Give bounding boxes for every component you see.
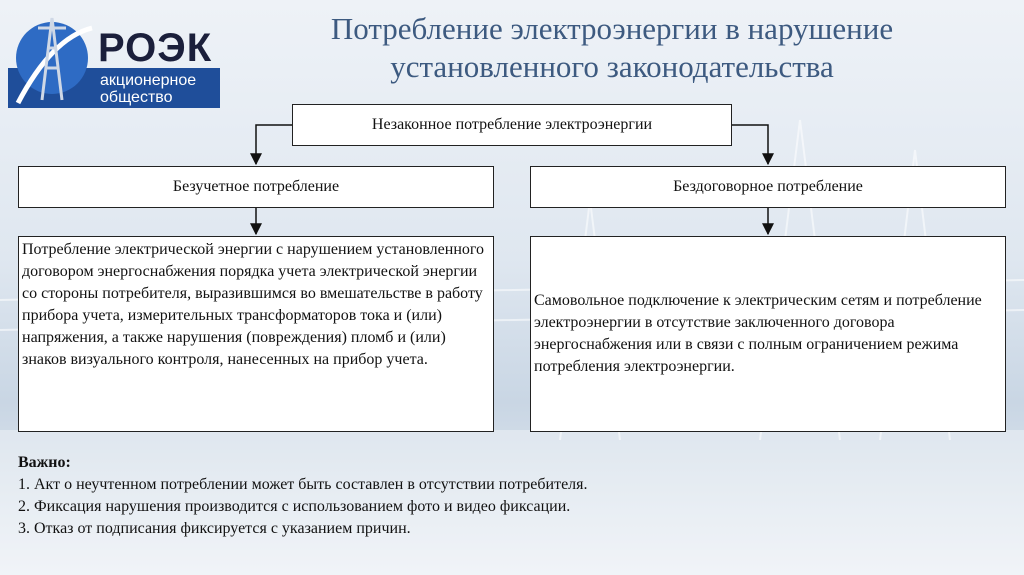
left-branch-label: Безучетное потребление (172, 178, 340, 195)
right-description-box: Самовольное подключение к электрическим … (530, 236, 1006, 432)
logo-subtitle: акционерное общество (100, 72, 224, 106)
notes-heading: Важно: (18, 454, 71, 471)
page-title-line2: установленного законодательства (390, 49, 834, 84)
page-title-line1: Потребление электроэнергии в нарушение (330, 11, 894, 46)
note-item: 2. Фиксация нарушения производится с исп… (18, 498, 571, 515)
right-description-text: Самовольное подключение к электрическим … (534, 292, 982, 375)
note-item: 1. Акт о неучтенном потреблении может бы… (18, 476, 588, 493)
right-branch-node: Бездоговорное потребление (530, 166, 1006, 208)
right-branch-label: Бездоговорное потребление (673, 178, 863, 195)
left-branch-node: Безучетное потребление (18, 166, 494, 208)
connector-root-left (250, 124, 292, 166)
logo-subtitle-line2: общество (100, 89, 173, 106)
logo-name: РОЭК (98, 26, 213, 70)
root-node-label: Незаконное потребление электроэнергии (371, 116, 653, 133)
logo-subtitle-line1: акционерное (100, 72, 197, 89)
left-description-text: Потребление электрической энергии с нару… (22, 241, 485, 368)
connector-root-right (732, 124, 774, 166)
page-title: Потребление электроэнергии в нарушение у… (232, 10, 992, 86)
root-node: Незаконное потребление электроэнергии (292, 104, 732, 146)
note-item: 3. Отказ от подписания фиксируется с ука… (18, 520, 411, 537)
logo-tower-icon (8, 17, 220, 108)
company-logo: РОЭК акционерное общество (8, 8, 220, 108)
left-description-box: Потребление электрической энергии с нару… (18, 236, 494, 432)
important-notes: Важно: 1. Акт о неучтенном потреблении м… (18, 452, 1008, 540)
